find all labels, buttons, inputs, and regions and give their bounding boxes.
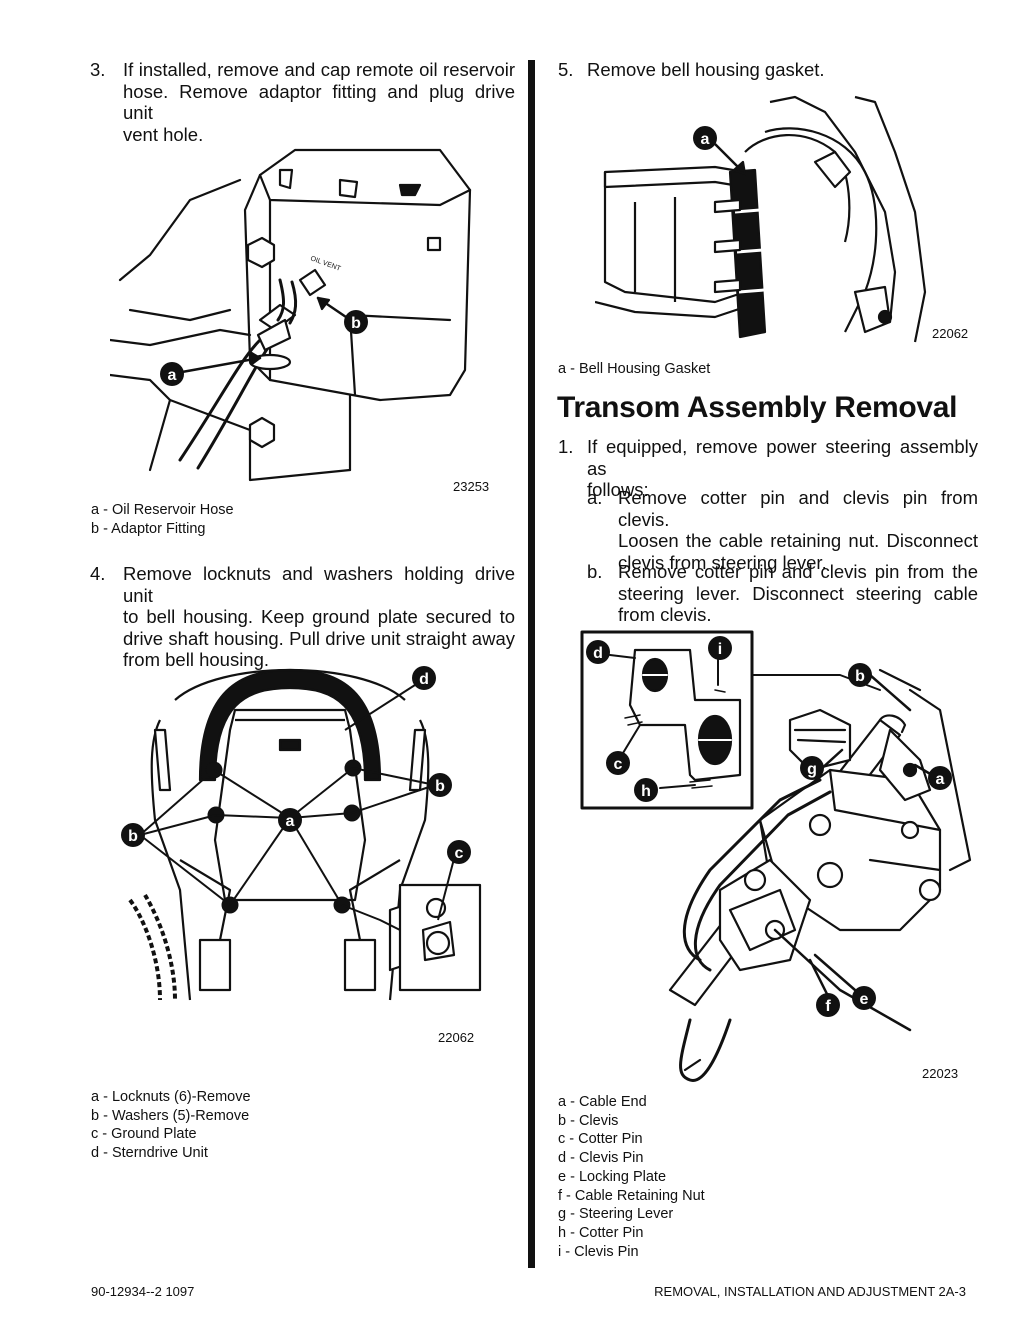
step-line: from bell housing. bbox=[123, 649, 270, 670]
step-line: follows: bbox=[587, 479, 649, 500]
step-number: 1. bbox=[558, 436, 574, 457]
callout-e: e bbox=[852, 986, 876, 1010]
callout-c: c bbox=[606, 751, 630, 775]
legend-item: g - Steering Lever bbox=[558, 1206, 674, 1223]
legend-item: a - Oil Reservoir Hose bbox=[91, 502, 234, 518]
callout-c-label: c bbox=[455, 845, 464, 862]
legend-item: a - Cable End bbox=[558, 1094, 647, 1110]
legend-item: d - Sterndrive Unit bbox=[91, 1145, 208, 1162]
legend-figure-4: a - Cable End b - Clevis c - Cotter Pin … bbox=[558, 1093, 705, 1261]
figure-2-number: 22062 bbox=[438, 1030, 475, 1045]
callout-a-label: a bbox=[286, 813, 295, 830]
step-line: If installed, remove and cap remote oil … bbox=[123, 59, 515, 80]
figure-oil-reservoir: OIL VENT a b bbox=[110, 148, 472, 482]
step-line: to bell housing. Keep ground plate secur… bbox=[123, 606, 515, 627]
substep-text: Remove cotter pin and clevis pin from cl… bbox=[618, 487, 978, 573]
legend-item: f - Cable Retaining Nut bbox=[558, 1187, 705, 1204]
callout-a bbox=[160, 362, 184, 386]
callout-f-label: f bbox=[825, 998, 831, 1015]
legend-item: d - Clevis Pin bbox=[558, 1150, 644, 1167]
legend-figure-1: a - Oil Reservoir Hose b - Adaptor Fitti… bbox=[91, 501, 234, 538]
callout-e-label: e bbox=[860, 991, 869, 1008]
callout-b-left-label: b bbox=[128, 828, 138, 845]
callout-d: d bbox=[586, 640, 610, 664]
substep-line: Remove cotter pin and clevis pin from th… bbox=[618, 561, 978, 582]
column-divider bbox=[528, 60, 535, 1268]
callout-g-label: g bbox=[807, 761, 817, 778]
substep-line: Loosen the cable retaining nut. Disconne… bbox=[618, 530, 978, 551]
callout-b-label: b bbox=[351, 315, 361, 332]
callout-b-label: b bbox=[855, 668, 865, 685]
callout-a-label: a bbox=[701, 131, 710, 148]
legend-item: c - Ground Plate bbox=[91, 1126, 197, 1143]
figure-bell-housing-gasket: a bbox=[595, 95, 927, 343]
callout-h: h bbox=[634, 778, 658, 802]
callout-a-label: a bbox=[936, 771, 945, 788]
step-line: hose. Remove adaptor fitting and plug dr… bbox=[123, 80, 515, 124]
legend-item: b - Washers (5)-Remove bbox=[91, 1107, 250, 1124]
figure-3-number: 22062 bbox=[932, 326, 969, 341]
substep-line: clevis from steering lever. bbox=[618, 551, 827, 573]
callout-d bbox=[412, 666, 436, 690]
figure-1-number: 23253 bbox=[453, 479, 490, 494]
legend-item: i - Clevis Pin bbox=[558, 1243, 639, 1260]
callout-b-right bbox=[428, 773, 452, 797]
legend-item: e - Locking Plate bbox=[558, 1168, 667, 1185]
substep-line: Remove cotter pin and clevis pin from cl… bbox=[618, 487, 978, 530]
callout-b-right-label: b bbox=[435, 778, 445, 795]
step-text: If equipped, remove power steering assem… bbox=[587, 436, 978, 501]
callout-d-label: d bbox=[593, 645, 603, 662]
step-line: Remove locknuts and washers holding driv… bbox=[123, 563, 515, 606]
substep-line: from clevis. bbox=[618, 604, 712, 625]
legend-item: b - Clevis bbox=[558, 1112, 619, 1129]
legend-figure-2: a - Locknuts (6)-Remove b - Washers (5)-… bbox=[91, 1088, 251, 1163]
substep-number: b. bbox=[587, 561, 603, 582]
callout-d-label: d bbox=[419, 671, 429, 688]
callout-a bbox=[693, 126, 717, 150]
section-heading: Transom Assembly Removal bbox=[557, 391, 958, 424]
step-number: 3. bbox=[90, 59, 106, 80]
step-text: If installed, remove and cap remote oil … bbox=[123, 59, 515, 145]
legend-item: a - Locknuts (6)-Remove bbox=[91, 1089, 251, 1105]
callout-f: f bbox=[816, 993, 840, 1017]
legend-item: c - Cotter Pin bbox=[558, 1131, 643, 1148]
legend-item: h - Cotter Pin bbox=[558, 1224, 644, 1241]
callout-c bbox=[447, 840, 471, 864]
callout-b bbox=[344, 310, 368, 334]
callout-g: g bbox=[800, 756, 824, 780]
callout-b: b bbox=[848, 663, 872, 687]
substep-text: Remove cotter pin and clevis pin from th… bbox=[618, 561, 978, 626]
callout-a bbox=[278, 808, 302, 832]
callout-i: i bbox=[708, 636, 732, 660]
figure-4-number: 22023 bbox=[922, 1066, 959, 1081]
callout-h-label: h bbox=[641, 783, 651, 800]
substep-number: a. bbox=[587, 487, 603, 508]
legend-figure-3: a - Bell Housing Gasket bbox=[558, 360, 710, 379]
callout-a-label: a bbox=[168, 367, 177, 384]
step-number: 4. bbox=[90, 563, 106, 584]
legend-item: a - Bell Housing Gasket bbox=[558, 361, 711, 377]
step-text: Remove bell housing gasket. bbox=[587, 59, 825, 80]
step-text: Remove locknuts and washers holding driv… bbox=[123, 563, 515, 671]
step-line: If equipped, remove power steering assem… bbox=[587, 436, 978, 479]
figure-locknuts: a b b c d bbox=[121, 666, 482, 1001]
callout-a: a bbox=[928, 766, 952, 790]
callout-i-label: i bbox=[718, 641, 722, 658]
step-line: drive shaft housing. Pull drive unit str… bbox=[123, 627, 515, 649]
step-line: vent hole. bbox=[123, 123, 204, 145]
step-number: 5. bbox=[558, 59, 574, 80]
footer-document-number: 90-12934--2 1097 bbox=[91, 1284, 195, 1299]
footer-section-title: REMOVAL, INSTALLATION AND ADJUSTMENT 2A-… bbox=[654, 1284, 966, 1299]
callout-b-left bbox=[121, 823, 145, 847]
substep-line: steering lever. Disconnect steering cabl… bbox=[618, 582, 978, 604]
callout-c-label: c bbox=[614, 756, 623, 773]
figure-power-steering: d i c h b a g e f bbox=[580, 630, 972, 1082]
legend-item: b - Adaptor Fitting bbox=[91, 520, 206, 537]
